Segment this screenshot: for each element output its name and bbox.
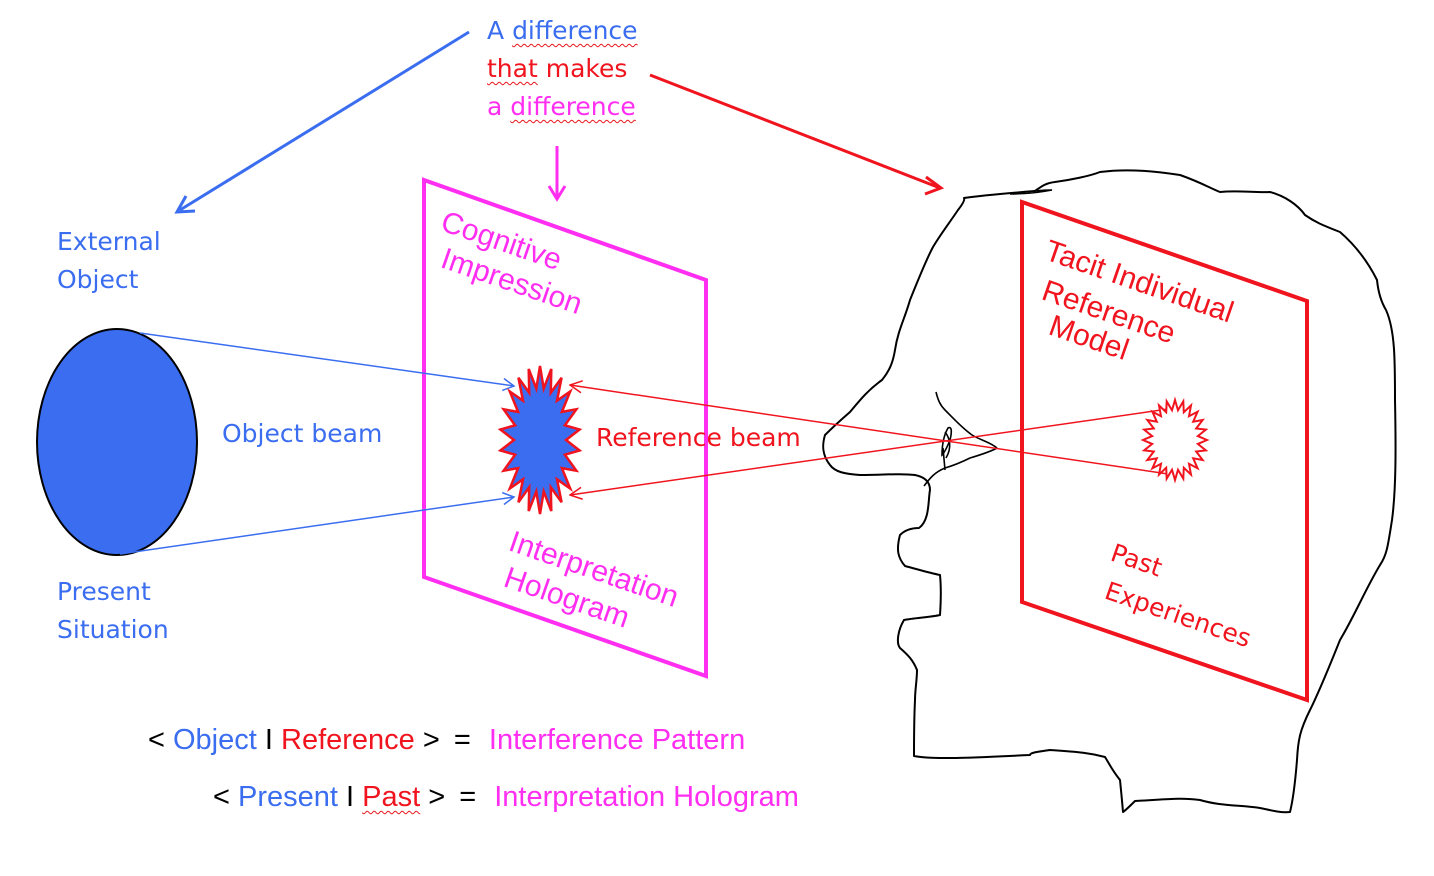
reference-beam-top xyxy=(570,385,1169,475)
present-situation-line-1: Present xyxy=(57,577,151,606)
equation-right-term: Past xyxy=(362,781,421,813)
external-object-line-1: External xyxy=(57,227,161,256)
title-line-2: that makes xyxy=(487,56,627,81)
cognitive-impression-plane xyxy=(422,177,708,679)
present-situation-line-2: Situation xyxy=(57,615,169,644)
arrow-to-external-object xyxy=(174,30,470,214)
arrow-to-head xyxy=(649,73,945,196)
title-rest: makes xyxy=(537,54,628,83)
equation-interference: < Object I Reference > = Interference Pa… xyxy=(148,726,745,755)
object-beam-label: Object beam xyxy=(222,419,383,448)
title-prefix: a xyxy=(487,92,503,121)
hair-stroke xyxy=(1009,189,1053,195)
starburst-reference-icon xyxy=(1140,396,1210,484)
equation-hologram: < Present I Past > = Interpretation Holo… xyxy=(213,783,799,812)
separator: I xyxy=(264,724,273,756)
equation-result: Interference Pattern xyxy=(488,724,746,756)
equals-sign: = xyxy=(453,724,471,756)
ellipse-object-icon xyxy=(36,328,198,556)
object-beam-bottom xyxy=(119,491,516,555)
equation-left-term: Object xyxy=(173,724,257,756)
equation-left-term: Present xyxy=(238,781,338,813)
title-word: that xyxy=(487,54,538,83)
title-prefix: A xyxy=(487,16,505,45)
bracket-close: > xyxy=(428,781,446,813)
starburst-interference-icon xyxy=(497,365,583,515)
object-beam-top xyxy=(139,332,516,392)
reference-beam-bottom xyxy=(570,408,1169,495)
reference-model-plane xyxy=(1020,199,1309,703)
reference-beam-label: Reference beam xyxy=(596,423,801,452)
title-word: difference xyxy=(512,16,638,45)
bracket-open: < xyxy=(213,781,230,813)
external-object-line-2: Object xyxy=(57,265,139,294)
title-line-3: a difference xyxy=(487,94,636,119)
equation-result: Interpretation Hologram xyxy=(494,781,799,813)
title-word: difference xyxy=(510,92,636,121)
equation-right-term: Reference xyxy=(281,724,415,756)
separator: I xyxy=(346,781,355,813)
title-line-1: A difference xyxy=(487,18,638,43)
equals-sign: = xyxy=(459,781,477,813)
head-silhouette-icon xyxy=(822,169,1397,814)
bracket-close: > xyxy=(422,724,440,756)
arrow-to-cognitive-impression xyxy=(547,146,567,202)
bracket-open: < xyxy=(148,724,165,756)
